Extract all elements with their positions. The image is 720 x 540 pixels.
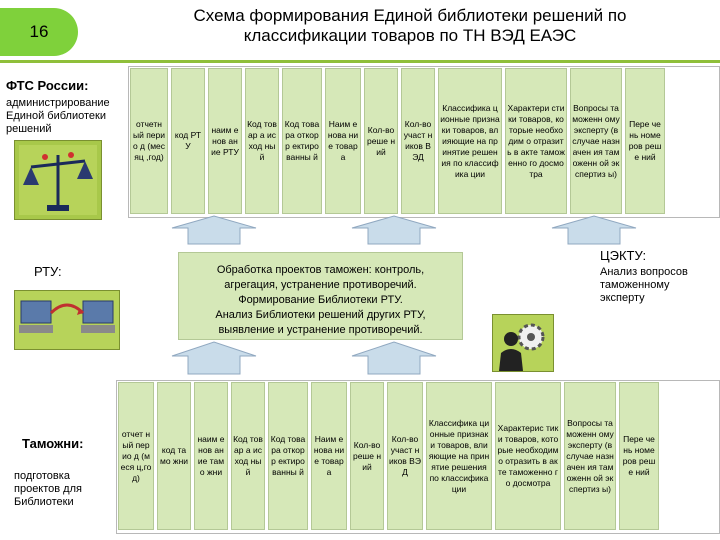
table-cell: Пере чень номе ров реше ний (619, 382, 659, 530)
table-cell: Код товар а исход ный (231, 382, 265, 530)
customs-title: Таможни: (22, 436, 84, 451)
table-cell: Кол-во реше ний (350, 382, 384, 530)
arrows-bottom (171, 341, 437, 375)
processing-box: Обработка проектов таможен: контроль, аг… (178, 252, 463, 340)
processing-line: Обработка проектов таможен: контроль, (216, 264, 425, 276)
fts-title: ФТС России: (6, 78, 89, 93)
exchange-icon (14, 290, 120, 350)
table-cell: Классифика ционные признаки товаров, вли… (438, 68, 502, 214)
ceku-title: ЦЭКТУ: (600, 248, 647, 263)
table-cell: Кол-во реше ний (364, 68, 398, 214)
slide-number: 16 (29, 22, 49, 41)
table-cell: Кол-во участ ников ВЭД (387, 382, 423, 530)
table-cell: код тамо жни (157, 382, 191, 530)
title-line-2: классификации товаров по ТН ВЭД ЕАЭС (243, 26, 577, 45)
processing-line: Формирование Библиотеки РТУ. (238, 294, 403, 306)
table-cell: отчетн ый перио д (месяц ,год) (130, 68, 168, 214)
ceku-desc: Анализ вопросов таможенному эксперту (600, 266, 688, 304)
table-cell: Вопросы таможенн ому эксперту (в случае … (570, 68, 622, 214)
processing-line: агрегация, устранение противоречий. (224, 279, 417, 291)
table-cell: Характери стики товаров, которые необход… (505, 68, 567, 214)
table-cell: Наим енова ние товар а (325, 68, 361, 214)
scales-icon (14, 140, 102, 220)
processing-line: выявление и устранение противоречий. (218, 324, 423, 336)
table-cell: Код товара откорр ектиро ванны й (282, 68, 322, 214)
page-title: Схема формирования Единой библиотеки реш… (110, 6, 710, 46)
table-cell: Код товара откорр ектиро ванны й (268, 382, 308, 530)
fts-desc: администрирование Единой библиотеки реше… (6, 97, 110, 135)
table-cell: Классифика ционные признаки товаров, вли… (426, 382, 492, 530)
table-cell: отчет ный перио д (меся ц,год) (118, 382, 154, 530)
table-cell: Вопросы таможенн ому эксперту (в случае … (564, 382, 616, 530)
table-cell: Код товар а исход ный (245, 68, 279, 214)
expert-gears-icon (492, 314, 554, 372)
top-divider (0, 60, 720, 63)
rtu-title: РТУ: (34, 264, 62, 279)
arrow-up-icon (171, 341, 437, 375)
slide-number-badge: 16 (0, 8, 78, 56)
table-cell: Кол-во участ ников ВЭД (401, 68, 435, 214)
table-cell: Наим енова ние товар а (311, 382, 347, 530)
table-cell: Характерис тики товаров, которые необход… (495, 382, 561, 530)
processing-line: Анализ Библиотеки решений других РТУ, (215, 309, 426, 321)
title-line-1: Схема формирования Единой библиотеки реш… (193, 6, 627, 25)
table-cell: Пере чень номе ров реше ний (625, 68, 665, 214)
customs-desc: подготовка проектов для Библиотеки (14, 470, 82, 508)
arrows-top (171, 215, 637, 245)
arrow-up-icon (171, 215, 637, 245)
table-cell: код РТУ (171, 68, 205, 214)
table-cell: наим енов ание тамо жни (194, 382, 228, 530)
table-cell: наим енов ание РТУ (208, 68, 242, 214)
